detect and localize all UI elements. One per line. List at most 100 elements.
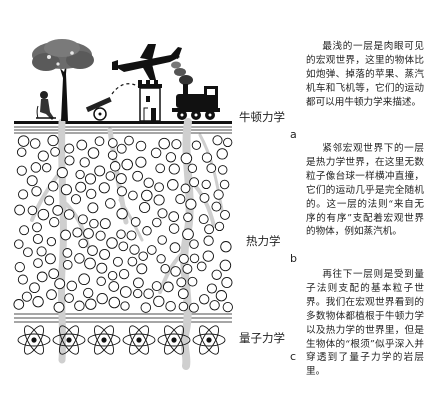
particle	[165, 152, 177, 163]
particle	[129, 244, 140, 255]
particle	[151, 281, 162, 292]
particle	[79, 157, 90, 168]
particle	[62, 248, 73, 258]
particle	[126, 230, 137, 241]
particle	[223, 137, 233, 148]
particle	[16, 147, 27, 157]
particle	[196, 261, 207, 272]
particle	[99, 218, 111, 230]
particle	[32, 222, 42, 233]
particle	[83, 287, 94, 299]
particle	[185, 198, 197, 210]
particle	[115, 173, 127, 185]
particle	[130, 217, 141, 227]
particle	[47, 181, 59, 192]
particle	[191, 140, 202, 150]
particle	[157, 235, 167, 245]
particle	[96, 262, 108, 274]
particle	[199, 294, 210, 305]
particle	[99, 248, 111, 260]
particle	[14, 204, 25, 216]
particle	[152, 217, 162, 228]
particle	[36, 246, 47, 257]
marker-c: c	[290, 350, 297, 363]
particle	[201, 152, 213, 163]
particle	[14, 239, 24, 249]
particle	[168, 223, 180, 234]
particle	[209, 300, 220, 311]
particle	[108, 281, 120, 292]
layer-label-thermodynamics: 热力学	[246, 234, 281, 248]
particle	[64, 155, 75, 166]
particle	[189, 253, 200, 264]
particle	[75, 181, 87, 193]
particle	[136, 263, 148, 275]
particle	[98, 182, 110, 194]
particle	[116, 143, 127, 154]
layer-label-newtonian: 牛顿力学	[239, 110, 285, 124]
particle	[220, 241, 232, 253]
particle	[49, 216, 60, 228]
particle	[180, 152, 193, 165]
particle	[16, 165, 27, 176]
particle	[108, 296, 121, 309]
particle	[220, 209, 230, 220]
marker-a: a	[290, 128, 297, 141]
particle	[214, 221, 225, 232]
particle	[211, 201, 222, 212]
particle	[95, 230, 106, 241]
particle	[187, 163, 198, 173]
particle	[178, 253, 189, 264]
particle	[182, 228, 194, 241]
particle	[202, 250, 214, 262]
particle	[154, 182, 164, 193]
particle	[84, 173, 97, 185]
particle	[221, 276, 233, 289]
particle	[141, 189, 153, 202]
particle	[157, 208, 168, 219]
particle	[105, 198, 116, 209]
particle	[86, 188, 97, 200]
particle	[94, 136, 105, 147]
particle	[26, 175, 38, 187]
particle	[74, 253, 85, 264]
atom-icon	[157, 325, 191, 355]
particle	[19, 225, 30, 236]
particle	[160, 263, 170, 274]
particle	[52, 205, 64, 216]
particle	[189, 239, 199, 249]
particle	[21, 291, 32, 302]
paragraph-thermodynamics: 紧邻宏观世界下的一层是热力学世界，在这里无数粒子像台球一样横冲直撞，它们的运动几…	[306, 143, 424, 238]
particle	[44, 253, 56, 265]
particle	[42, 163, 52, 173]
atom-row	[17, 325, 226, 355]
particle	[107, 150, 118, 160]
particle	[37, 208, 50, 221]
particle	[32, 233, 43, 245]
atom-icon	[52, 325, 86, 355]
particle	[50, 146, 60, 157]
particle	[133, 277, 144, 289]
particle	[63, 209, 75, 220]
layer-label-quantum: 量子力学	[239, 331, 285, 345]
particle	[74, 300, 85, 312]
particle	[62, 259, 73, 270]
particle	[203, 235, 214, 246]
particle	[23, 247, 33, 258]
particle	[219, 259, 232, 272]
particle	[216, 148, 228, 160]
particle	[85, 298, 97, 310]
particle	[182, 263, 193, 274]
particle	[213, 189, 224, 200]
particle	[72, 227, 83, 238]
particle	[168, 163, 180, 175]
particle	[116, 229, 126, 239]
particle	[54, 278, 66, 290]
particle	[158, 137, 170, 150]
atom-icon	[122, 325, 156, 355]
particle	[142, 226, 152, 236]
particle	[87, 147, 100, 159]
particle	[199, 192, 210, 203]
particle	[222, 301, 233, 313]
